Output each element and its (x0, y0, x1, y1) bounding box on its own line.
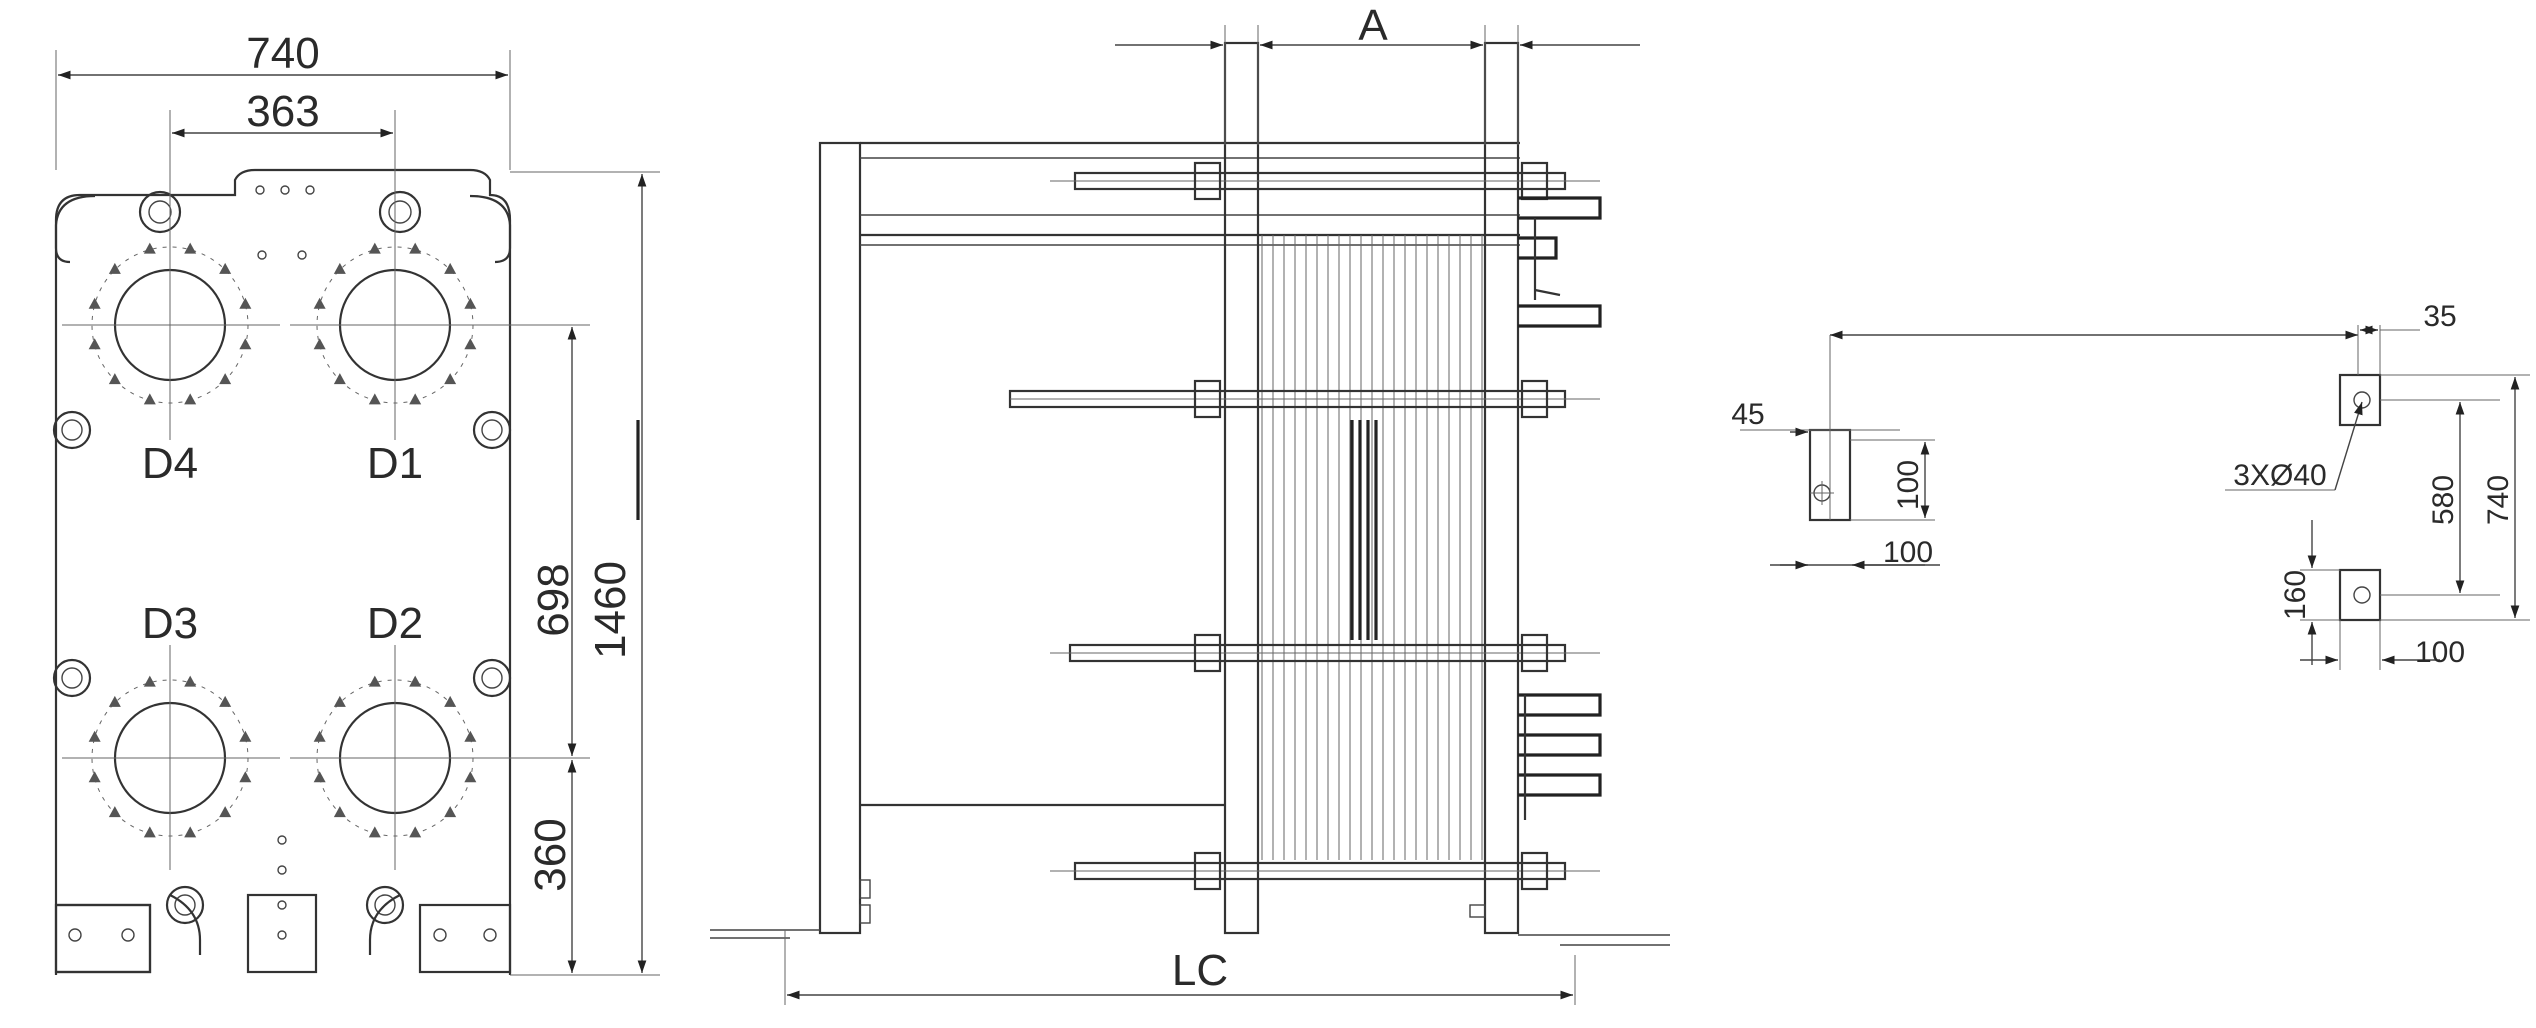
stud-mark (409, 242, 422, 254)
dim-lc-lines (784, 930, 1576, 1005)
stud-mark (108, 373, 121, 385)
dim-a-lines (1115, 25, 1640, 145)
stud-mark (184, 242, 197, 254)
dim-foot-width-label: 100 (1883, 536, 1933, 569)
dim-160-label: 160 (2279, 570, 2312, 620)
stud-mark (184, 675, 197, 687)
support-column (818, 141, 862, 935)
pressure-plate (1223, 41, 1260, 935)
dim-width-label: 740 (246, 29, 319, 78)
rear-foot-top (2338, 373, 2382, 427)
stud-mark (219, 262, 232, 274)
stud-mark (184, 826, 197, 838)
stud-mark (143, 242, 156, 254)
dim-holes-label: 3XØ40 (2233, 459, 2326, 492)
dim-580-label: 580 (2427, 475, 2460, 525)
stud-mark (219, 373, 232, 385)
stud-mark (313, 338, 326, 350)
side-view: A LC (710, 1, 1670, 1005)
base-lines (710, 879, 1670, 946)
stud-mark (464, 771, 477, 783)
stud-mark (239, 297, 252, 309)
dim-45-label: 45 (1731, 398, 1764, 431)
stud-mark (313, 730, 326, 742)
carrying-bars (860, 141, 1520, 807)
dim-a-label: A (1358, 1, 1388, 50)
stud-mark (368, 242, 381, 254)
stud-mark (219, 806, 232, 818)
frame-plate-outline (54, 168, 512, 975)
dim-740-label: 740 (2482, 475, 2515, 525)
port-label-d3: D3 (142, 599, 198, 648)
stud-mark (108, 262, 121, 274)
stud-mark (368, 675, 381, 687)
dim-foot-height-label: 100 (1892, 460, 1925, 510)
top-ear-left (54, 194, 96, 264)
foot-dimension-lines (1740, 325, 2530, 670)
stud-mark (239, 771, 252, 783)
port-studs (88, 242, 477, 838)
stud-mark (239, 730, 252, 742)
dim-bottom-offset-label: 360 (526, 818, 575, 891)
port-centerlines (62, 130, 520, 870)
front-view: 740 363 D4 D1 D3 D2 698 1460 360 (52, 29, 660, 976)
dim-rear-width-label: 100 (2415, 636, 2465, 669)
stud-mark (108, 806, 121, 818)
stud-mark (409, 393, 422, 405)
stud-mark (333, 262, 346, 274)
nozzles (1518, 196, 1602, 820)
dim-height-label: 1460 (586, 561, 635, 659)
top-small-holes (255, 185, 315, 940)
stud-mark (464, 730, 477, 742)
stud-mark (333, 373, 346, 385)
dim-port-vertical-label: 698 (529, 563, 578, 636)
stud-mark (184, 393, 197, 405)
stud-mark (219, 695, 232, 707)
guide-bolt-holes (52, 190, 512, 925)
stud-mark (333, 695, 346, 707)
port-label-d4: D4 (142, 439, 198, 488)
stud-mark (239, 338, 252, 350)
dim-lc-label: LC (1172, 946, 1228, 995)
stud-mark (88, 338, 101, 350)
stud-mark (444, 806, 457, 818)
front-dimension-lines (55, 50, 660, 976)
stud-mark (88, 771, 101, 783)
stud-mark (464, 297, 477, 309)
stud-mark (88, 297, 101, 309)
stud-mark (464, 338, 477, 350)
stud-mark (409, 826, 422, 838)
stud-mark (313, 297, 326, 309)
stud-mark (313, 771, 326, 783)
foot-details: 45 100 100 35 3XØ40 580 740 160 100 (1731, 300, 2530, 670)
stud-mark (143, 393, 156, 405)
rear-foot-bottom (2338, 568, 2382, 622)
stud-mark (333, 806, 346, 818)
stud-mark (143, 675, 156, 687)
frame-plate (1483, 41, 1520, 935)
stud-mark (409, 675, 422, 687)
stud-mark (444, 373, 457, 385)
port-label-d2: D2 (367, 599, 423, 648)
stud-mark (88, 730, 101, 742)
stud-mark (368, 826, 381, 838)
bottom-feet (54, 893, 512, 974)
stud-mark (143, 826, 156, 838)
plate-pack (1261, 235, 1483, 860)
tie-bolts (1008, 161, 1600, 891)
stud-mark (444, 695, 457, 707)
dim-port-spacing-label: 363 (246, 87, 319, 136)
dim-35-label: 35 (2423, 300, 2456, 333)
stud-mark (368, 393, 381, 405)
port-label-d1: D1 (367, 439, 423, 488)
stud-mark (444, 262, 457, 274)
stud-mark (108, 695, 121, 707)
top-ear-right (469, 194, 512, 264)
